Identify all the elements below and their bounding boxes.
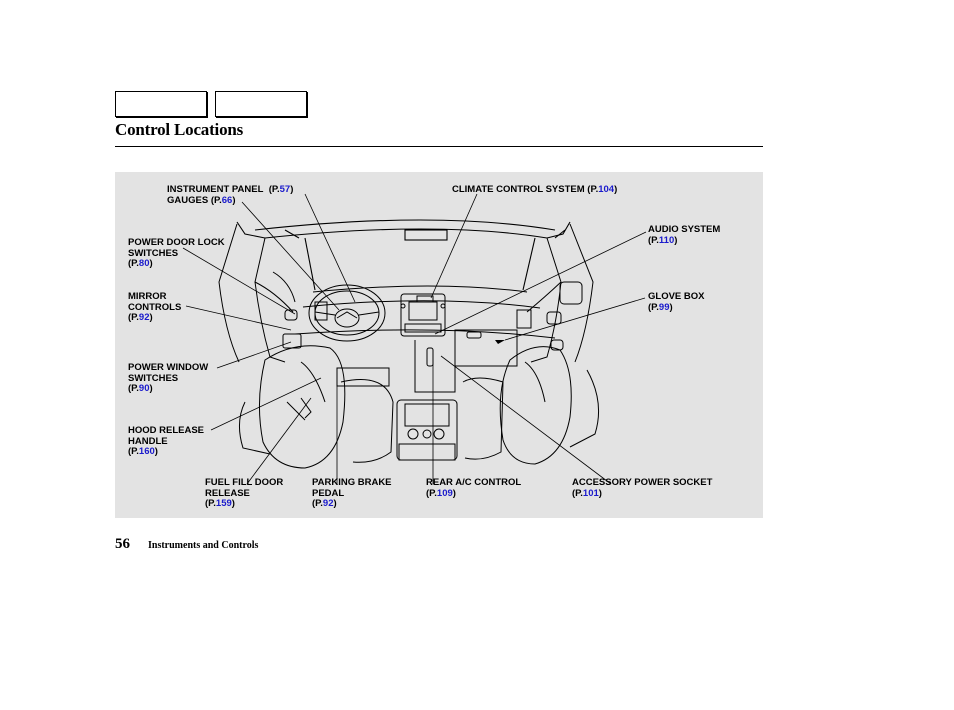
page-ref-link[interactable]: 159 xyxy=(215,498,232,510)
center-stack xyxy=(400,293,446,337)
glove-box xyxy=(454,329,518,367)
page-ref-link[interactable]: 109 xyxy=(436,487,453,499)
windshield-frame xyxy=(236,219,571,291)
callout-glove-box: GLOVE BOX (P.99) xyxy=(648,291,705,313)
steering-wheel xyxy=(308,284,386,342)
page-ref-link[interactable]: 99 xyxy=(658,301,670,313)
callout-rear-ac: REAR A/C CONTROL (P.109) xyxy=(426,477,522,499)
nav-tab-1[interactable] xyxy=(115,91,207,117)
page-ref-link[interactable]: 66 xyxy=(221,194,233,206)
page-ref-link[interactable]: 110 xyxy=(658,234,675,246)
vehicle-interior-illustration xyxy=(182,193,647,485)
leader-glove xyxy=(504,297,646,341)
leader-fuel xyxy=(246,397,312,485)
callout-power-window: POWER WINDOW SWITCHES (P.90) xyxy=(128,362,209,395)
callout-leaders xyxy=(182,193,647,485)
floor-area xyxy=(286,367,390,421)
section-name: Instruments and Controls xyxy=(148,540,259,551)
page-ref-link[interactable]: 101 xyxy=(582,487,599,499)
callout-parking-brake: PARKING BRAKE PEDAL (P.92) xyxy=(312,477,392,510)
title-divider xyxy=(115,146,763,147)
leader-audio xyxy=(434,231,647,335)
page-ref-link[interactable]: 80 xyxy=(138,258,150,270)
leader-instrument-panel xyxy=(304,193,356,303)
left-front-seat xyxy=(239,345,394,469)
page-ref-link[interactable]: 92 xyxy=(138,312,150,324)
callout-mirror-controls: MIRROR CONTROLS (P.92) xyxy=(128,291,182,324)
leader-gauges xyxy=(241,201,340,311)
nav-tab-2[interactable] xyxy=(215,91,307,117)
callout-climate-control: CLIMATE CONTROL SYSTEM (P.104) xyxy=(452,184,618,195)
leader-mirror xyxy=(185,305,292,331)
page-ref-link[interactable]: 90 xyxy=(138,383,150,395)
page-ref-link[interactable]: 92 xyxy=(322,498,334,510)
leader-door-lock xyxy=(182,247,296,315)
page-ref-link[interactable]: 104 xyxy=(598,184,615,195)
left-door-panel xyxy=(218,223,302,363)
callout-accessory-socket: ACCESSORY POWER SOCKET (P.101) xyxy=(572,477,713,499)
page-ref-link[interactable]: 57 xyxy=(279,184,291,195)
page-title: Control Locations xyxy=(115,120,244,139)
callout-hood-release: HOOD RELEASE HANDLE (P.160) xyxy=(128,425,205,458)
leader-climate xyxy=(430,193,478,299)
center-console xyxy=(396,340,458,461)
callout-power-door-lock: POWER DOOR LOCK SWITCHES (P.80) xyxy=(128,237,225,270)
callout-fuel-fill-door: FUEL FILL DOOR RELEASE (P.159) xyxy=(205,477,284,510)
control-locations-figure: INSTRUMENT PANEL (P.57) GAUGES (P.66) CL… xyxy=(115,172,763,518)
right-door-panel xyxy=(526,223,594,363)
arrowheads xyxy=(495,340,505,344)
leader-hood xyxy=(210,377,322,431)
page-number: 56 xyxy=(115,536,130,552)
leader-window xyxy=(216,341,292,369)
callout-instrument-panel: INSTRUMENT PANEL (P.57) GAUGES (P.66) xyxy=(167,184,294,206)
right-front-seat xyxy=(462,346,600,465)
leader-accessory xyxy=(440,355,612,485)
page-ref-link[interactable]: 160 xyxy=(138,446,155,458)
callout-audio-system: AUDIO SYSTEM (P.110) xyxy=(648,224,721,246)
